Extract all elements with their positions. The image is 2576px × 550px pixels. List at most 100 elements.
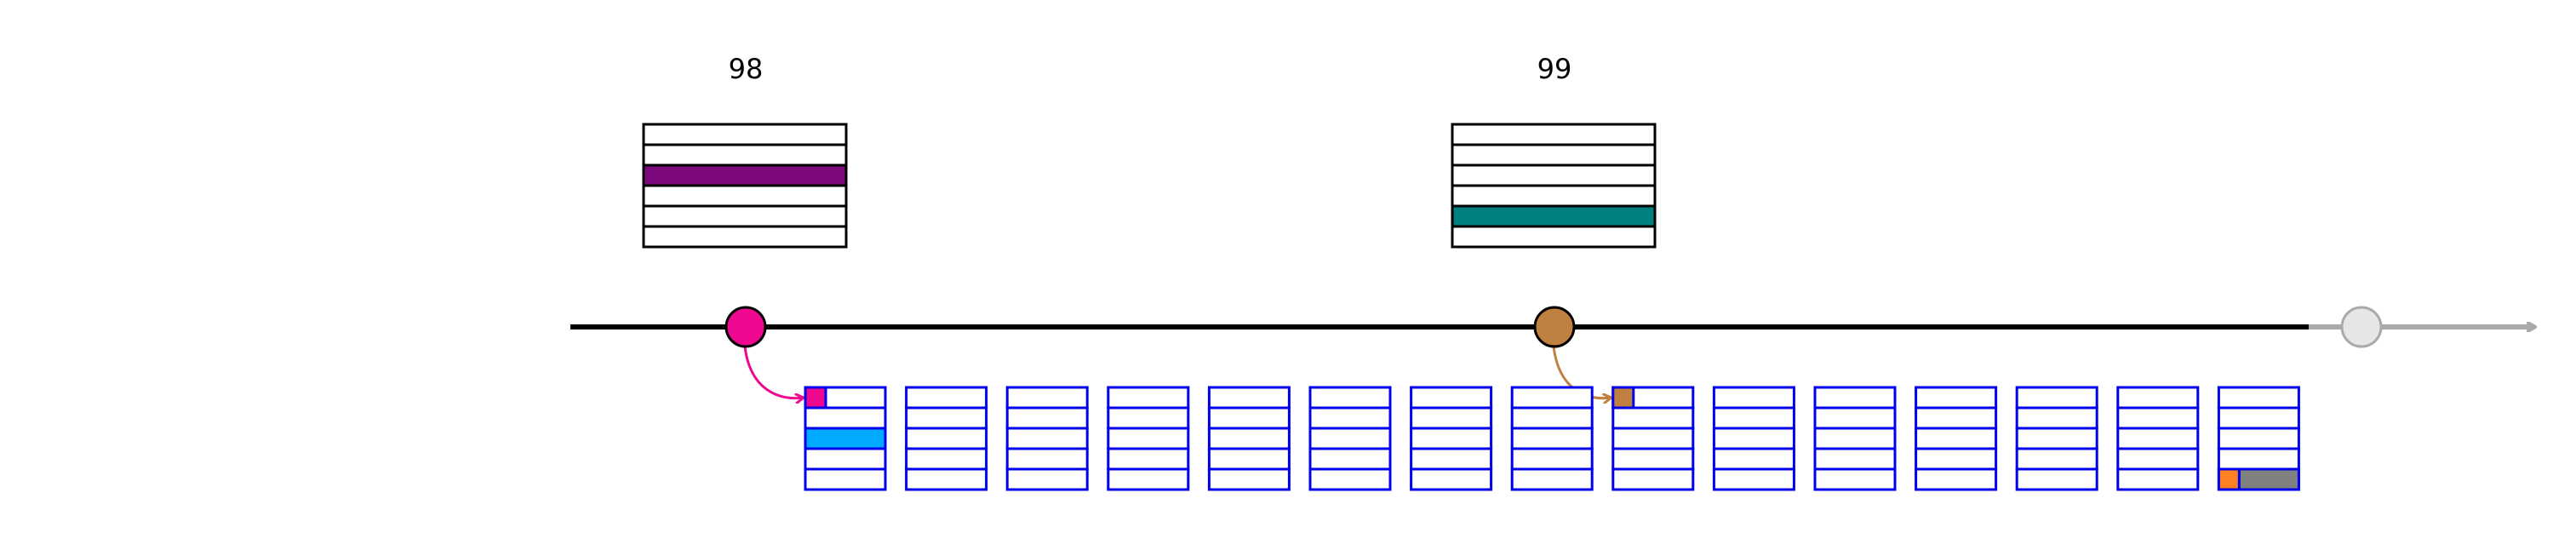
memory-block-row [1915, 427, 1998, 450]
memory-block-row [1510, 467, 1594, 491]
memory-block-row [1611, 427, 1695, 450]
memory-block-row [1005, 386, 1089, 410]
memory-block-row [905, 427, 988, 450]
memory-block [1510, 386, 1594, 491]
memory-block-row [1915, 467, 1998, 491]
timeline-marker-99[interactable] [1533, 306, 1576, 348]
memory-block-row [905, 406, 988, 430]
snapshot-label-99: 99 [1537, 53, 1572, 85]
memory-block [2116, 386, 2200, 491]
memory-block-row [1915, 386, 1998, 410]
memory-block-row [1107, 406, 1190, 430]
memory-block-row [1107, 427, 1190, 450]
memory-block-row [2116, 467, 2200, 491]
memory-block-highlight [2217, 467, 2241, 491]
memory-block-row [2116, 406, 2200, 430]
memory-block-row [2217, 427, 2300, 450]
memory-block-row [1510, 447, 1594, 471]
memory-block-highlight [1611, 386, 1635, 410]
memory-block-row [804, 447, 887, 471]
memory-block [1410, 386, 1493, 491]
memory-block-row [1712, 467, 1795, 491]
memory-block-row [1611, 447, 1695, 471]
memory-block-row [1712, 427, 1795, 450]
memory-block-row [1410, 427, 1493, 450]
memory-block-row [1207, 447, 1291, 471]
memory-block-row [2015, 386, 2098, 410]
memory-block-row [1410, 406, 1493, 430]
memory-block-row [1207, 386, 1291, 410]
memory-block [1915, 386, 1998, 491]
memory-block-row [1005, 406, 1089, 430]
memory-block-row [1410, 447, 1493, 471]
snapshot-row [642, 123, 848, 146]
memory-block-row [2217, 447, 2300, 471]
memory-block [2015, 386, 2098, 491]
memory-block-row [1207, 406, 1291, 430]
memory-block-row [1308, 406, 1392, 430]
memory-block-row [2015, 467, 2098, 491]
memory-block [1005, 386, 1089, 491]
memory-block-row [1410, 467, 1493, 491]
memory-block [1813, 386, 1897, 491]
snapshot-row [642, 204, 848, 228]
memory-block-row [1308, 427, 1392, 450]
snapshot-label-98: 98 [729, 53, 764, 85]
memory-block-row [804, 386, 2300, 491]
memory-block-row [905, 386, 988, 410]
memory-block-row [1712, 406, 1795, 430]
snapshot-row [642, 225, 848, 249]
memory-block-row [1813, 427, 1897, 450]
memory-block-row [2015, 447, 2098, 471]
memory-block-row [1915, 406, 1998, 430]
memory-block-highlight [2237, 467, 2300, 491]
snapshot-row-highlighted [1451, 204, 1657, 228]
memory-block-row [2116, 447, 2200, 471]
memory-block-row [1207, 467, 1291, 491]
memory-block [905, 386, 988, 491]
memory-block-row [1510, 406, 1594, 430]
memory-block-row [1410, 386, 1493, 410]
snapshot-row [1451, 225, 1657, 249]
snapshot-row [1451, 143, 1657, 167]
memory-block-row [1107, 467, 1190, 491]
memory-block-row [2217, 386, 2300, 410]
memory-block [1712, 386, 1795, 491]
memory-block [1207, 386, 1291, 491]
memory-block-row [804, 467, 887, 491]
memory-block [1308, 386, 1392, 491]
memory-block-row [1005, 427, 1089, 450]
memory-block-highlight [804, 427, 887, 450]
pointer-arrow [743, 346, 804, 398]
memory-block-row [1611, 406, 1695, 430]
timeline-marker-future [2340, 306, 2383, 348]
memory-block-row [2116, 427, 2200, 450]
snapshot-row [642, 143, 848, 167]
memory-block-row [1712, 447, 1795, 471]
memory-block-row [804, 406, 887, 430]
memory-block-row [1712, 386, 1795, 410]
timeline-marker-98[interactable] [724, 306, 767, 348]
memory-block-row [1813, 386, 1897, 410]
memory-block-row [1308, 467, 1392, 491]
snapshot-table-99 [1451, 123, 1657, 249]
memory-block-row [1207, 427, 1291, 450]
memory-block [1107, 386, 1190, 491]
memory-block-row [2217, 406, 2300, 430]
memory-block-row [1107, 386, 1190, 410]
memory-block-row [2015, 406, 2098, 430]
memory-block-row [1611, 467, 1695, 491]
memory-block-row [905, 467, 988, 491]
memory-block-row [1510, 427, 1594, 450]
snapshot-row [1451, 123, 1657, 146]
memory-block-row [1915, 447, 1998, 471]
snapshot-row [642, 184, 848, 208]
memory-block-row [2015, 427, 2098, 450]
memory-block-row [1005, 447, 1089, 471]
memory-block-row [1813, 467, 1897, 491]
memory-block-row [2116, 386, 2200, 410]
memory-block-row [905, 447, 988, 471]
snapshot-table-98 [642, 123, 848, 249]
memory-block-row [1308, 447, 1392, 471]
